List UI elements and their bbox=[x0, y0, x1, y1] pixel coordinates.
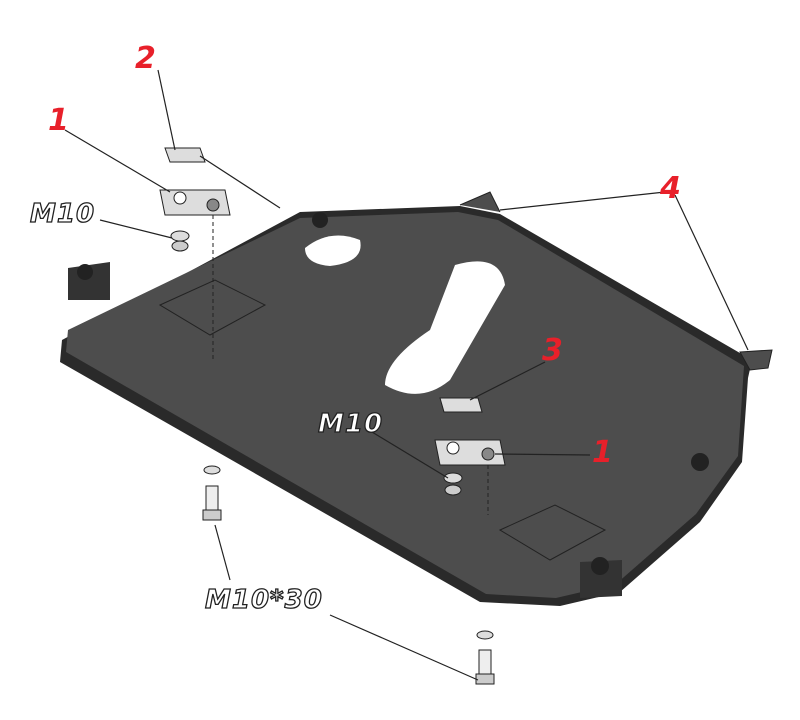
hardware-top bbox=[159, 147, 281, 360]
hardware-mid bbox=[434, 397, 506, 515]
label-bolt-m10x30: M10*30 bbox=[205, 585, 323, 615]
callout-1-mid: 1 bbox=[592, 435, 613, 470]
rear-right-mount bbox=[580, 560, 622, 598]
callout-4: 4 bbox=[659, 171, 681, 206]
tab-4a bbox=[459, 191, 501, 213]
callout-2: 2 bbox=[135, 41, 156, 76]
skid-plate bbox=[60, 191, 773, 606]
label-m10-top: M10 bbox=[30, 199, 95, 229]
oval-cutout bbox=[305, 235, 361, 266]
label-m10-mid: M10 bbox=[318, 409, 383, 439]
tab-4b bbox=[739, 349, 773, 371]
service-panel-right bbox=[498, 504, 607, 561]
service-panel-left bbox=[158, 279, 267, 336]
bolts bbox=[202, 465, 495, 685]
center-cutout bbox=[385, 261, 505, 394]
callout-1-top: 1 bbox=[48, 103, 69, 138]
callout-3: 3 bbox=[542, 333, 563, 368]
leader-lines bbox=[64, 69, 749, 681]
